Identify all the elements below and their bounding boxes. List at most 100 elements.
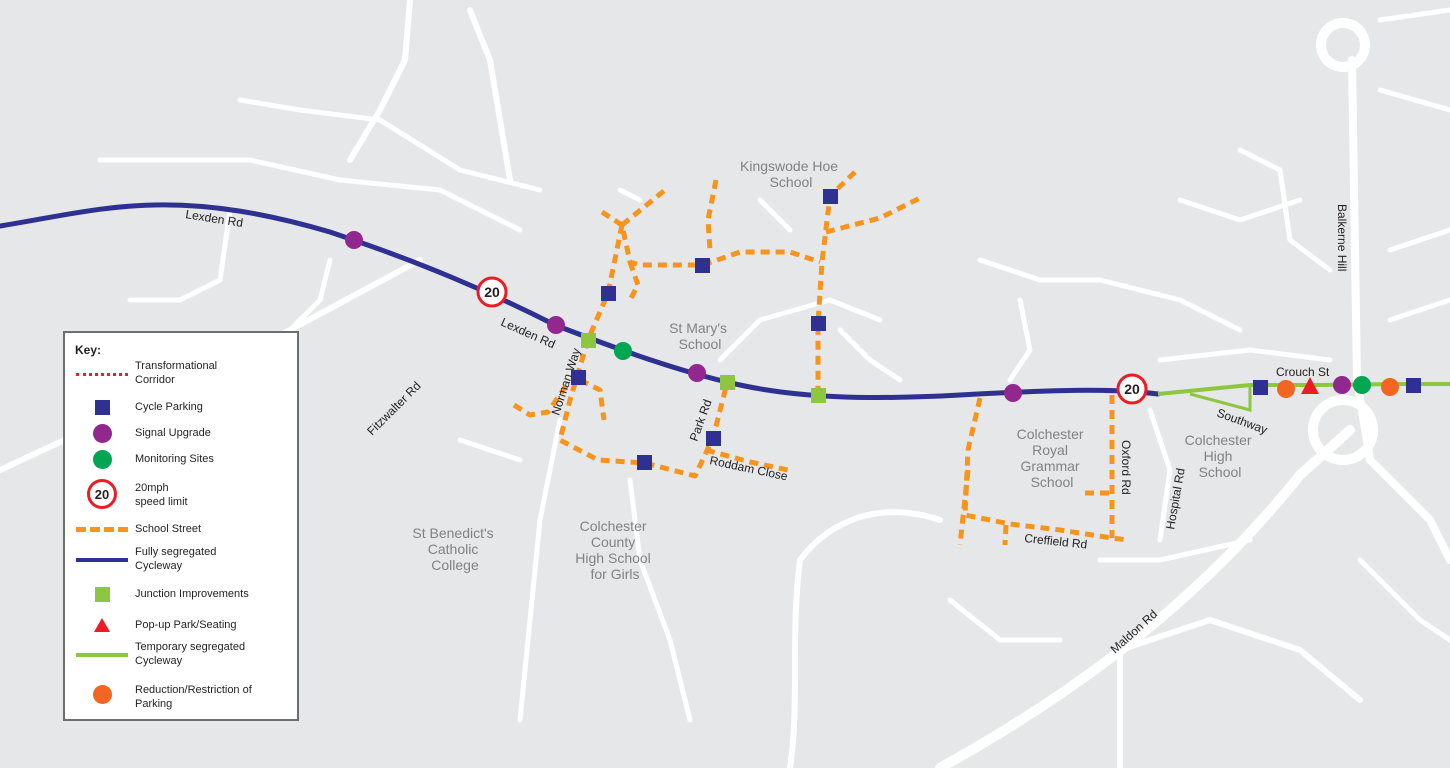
road-north-4 (237, 97, 543, 193)
signal-upgrade-marker (1333, 376, 1351, 394)
road-south-2 (627, 477, 693, 723)
speed-limit-sign: 20 (1116, 373, 1148, 405)
road-east-2 (1007, 297, 1033, 383)
school-label-county-high: Colchester County High School for Girls (575, 518, 654, 582)
legend-symbol-red-dotted-line (73, 363, 131, 385)
cycle-parking-marker (695, 258, 710, 273)
monitoring-site-marker (1353, 376, 1371, 394)
signal-upgrade-marker (1004, 384, 1022, 402)
school-label-kingswode: Kingswode Hoe School (740, 158, 842, 190)
road-balkerne (1348, 56, 1450, 564)
road-ne-1 (1377, 7, 1450, 23)
road-label-balkerne-hill: Balkerne Hill (1335, 204, 1349, 271)
speed-limit-sign: 20 (476, 276, 508, 308)
cycle-parking-marker (637, 455, 652, 470)
legend-label: Signal Upgrade (135, 427, 211, 439)
cycle-parking-marker (601, 286, 616, 301)
cycle-parking-marker (1253, 380, 1268, 395)
legend-label: Junction Improvements (135, 588, 249, 600)
signal-upgrade-marker (547, 316, 565, 334)
roundabout-south (1308, 395, 1378, 465)
road-minor-2 (787, 509, 943, 768)
popup-park-marker (1301, 377, 1319, 394)
school-label-royal-grammar: Colchester Royal Grammar School (1017, 426, 1088, 490)
legend-symbol-blue-line (73, 549, 131, 571)
road-label-crouch-st: Crouch St (1276, 365, 1330, 379)
road-label-oxford-rd: Oxford Rd (1119, 440, 1133, 495)
road-ne-4 (1387, 297, 1450, 323)
road-east-3 (1157, 347, 1333, 363)
road-east-4 (1177, 197, 1303, 223)
road-minor-3 (1117, 617, 1363, 768)
cycle-parking-marker (706, 431, 721, 446)
school-street-branch-3 (705, 179, 719, 251)
road-mid-1 (717, 297, 883, 363)
speed-limit-value: 20 (484, 284, 500, 300)
cycle-parking-marker (823, 189, 838, 204)
legend-symbol-orange-dashed-line (73, 518, 131, 540)
road-se-3 (1357, 557, 1450, 643)
speed-limit-value: 20 (1124, 381, 1140, 397)
legend-label: Cycle Parking (135, 401, 203, 413)
road-stub-3 (457, 437, 523, 463)
legend-symbol-green-square (73, 583, 131, 605)
school-label-st-marys: St Mary's School (669, 320, 731, 352)
speed-limit-ring (476, 276, 508, 308)
road-se-2 (947, 597, 1063, 643)
road-ne-3 (1387, 227, 1450, 253)
parking-reduction-marker (1277, 380, 1295, 398)
road-hospital (1147, 407, 1173, 543)
road-stub-1 (617, 187, 643, 203)
junction-improvement-marker (720, 375, 735, 390)
cycle-parking-marker (811, 316, 826, 331)
legend-symbol-orange-dot (73, 683, 131, 705)
school-street-creffield (962, 397, 1129, 543)
cycle-parking-marker (571, 370, 586, 385)
parking-reduction-marker (1381, 378, 1399, 396)
temporary-cycleway-southway (1189, 385, 1252, 412)
school-street-branch-1 (620, 188, 667, 227)
road-north-3 (97, 157, 523, 233)
signal-upgrade-marker (345, 231, 363, 249)
legend-label: Pop-up Park/Seating (135, 619, 237, 631)
road-mid-2 (837, 327, 903, 383)
school-streets (512, 170, 1129, 546)
road-north-2 (467, 7, 513, 183)
road-west-2 (287, 257, 333, 333)
legend-label: School Street (135, 523, 202, 535)
school-street-roddam (705, 447, 789, 473)
legend-symbol-purple-dot (73, 422, 131, 444)
signal-upgrade-marker (688, 364, 706, 382)
road-east-5 (1237, 147, 1333, 273)
legend-symbol-green-line (73, 644, 131, 666)
road-west-1 (127, 207, 233, 303)
monitoring-site-marker (614, 342, 632, 360)
legend-symbol-speed-sign: 20 (73, 479, 131, 509)
junction-improvement-marker (811, 388, 826, 403)
legend-symbol-green-dot (73, 448, 131, 470)
school-street-branch-4 (825, 194, 924, 235)
school-street-branch-2 (627, 261, 641, 302)
speed-limit-ring (1116, 373, 1148, 405)
school-street-kingswode (815, 170, 857, 395)
school-label-colchester-high: Colchester High School (1185, 432, 1256, 480)
roundabout-north (1316, 18, 1370, 72)
legend-title: Key: (75, 343, 102, 357)
school-street-branch-6 (578, 377, 607, 421)
road-east-1 (977, 257, 1243, 333)
road-south-1 (517, 417, 563, 723)
road-stub-2 (757, 197, 793, 233)
school-label-st-benedicts: St Benedict's Catholic College (412, 525, 497, 573)
junction-improvement-marker (581, 333, 596, 348)
school-street-norman-park (557, 224, 730, 479)
cycle-parking-marker (1406, 378, 1421, 393)
legend-label: Monitoring Sites (135, 453, 214, 465)
school-street-branch-7 (957, 469, 971, 546)
road-ne-2 (1377, 87, 1450, 113)
